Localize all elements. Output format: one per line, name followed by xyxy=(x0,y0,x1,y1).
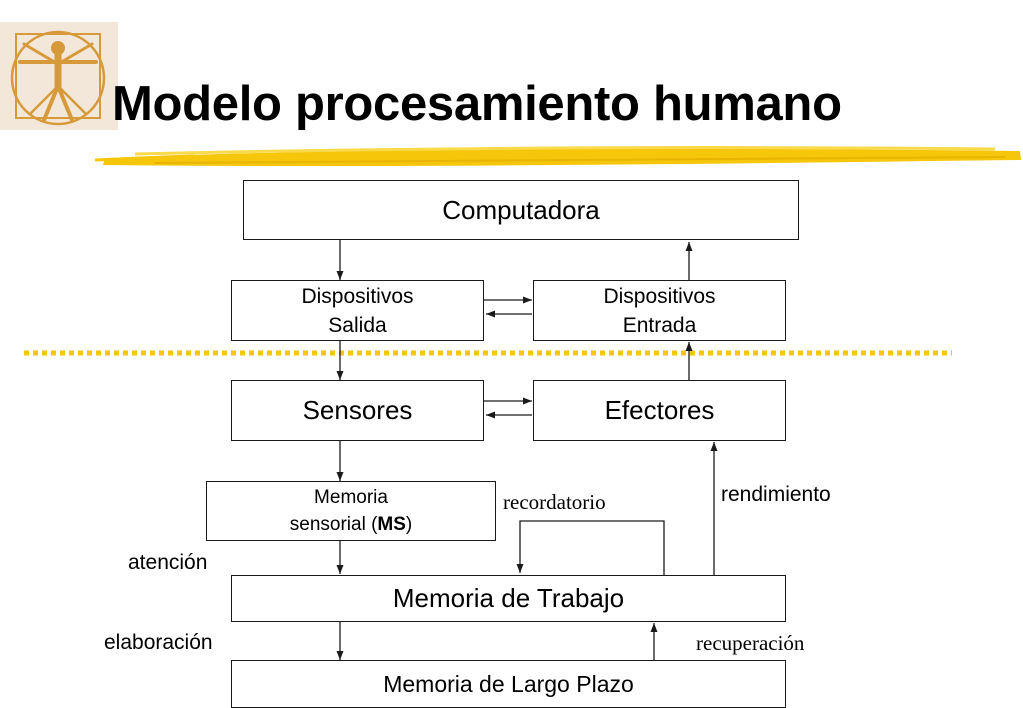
memoria-sensorial-line2-prefix: sensorial ( xyxy=(289,514,378,535)
rendimiento-label: rendimiento xyxy=(721,483,831,506)
recuperacion-label: recuperación xyxy=(696,631,805,655)
dispositivos-entrada-box: Dispositivos Entrada xyxy=(533,280,786,341)
dotted-separator-line xyxy=(24,350,952,356)
memoria-sensorial-line1: Memoria xyxy=(314,487,388,508)
dispositivos-entrada-line1: Dispositivos xyxy=(603,284,716,308)
dispositivos-salida-box: Dispositivos Salida xyxy=(231,280,484,341)
dispositivos-salida-line2: Salida xyxy=(328,313,387,337)
sensores-box: Sensores xyxy=(231,380,484,441)
memoria-largo-plazo-box: Memoria de Largo Plazo xyxy=(231,660,786,708)
memoria-trabajo-box: Memoria de Trabajo xyxy=(231,575,786,622)
elaboracion-label: elaboración xyxy=(104,631,213,654)
recordatorio-label: recordatorio xyxy=(503,490,606,514)
dispositivos-salida-line1: Dispositivos xyxy=(301,284,414,308)
efectores-label: Efectores xyxy=(604,395,715,425)
arrow-recordatorio-loop xyxy=(516,520,665,575)
atencion-label: atención xyxy=(128,551,208,574)
title-brush-underline xyxy=(95,146,1021,167)
memoria-sensorial-box: Memoria sensorial (MS) xyxy=(206,481,496,541)
dispositivos-entrada-line2: Entrada xyxy=(622,313,697,337)
memoria-sensorial-abbrev: MS xyxy=(377,514,406,535)
memoria-sensorial-line2: sensorial (MS) xyxy=(290,511,412,538)
memoria-sensorial-line2-suffix: ) xyxy=(405,514,413,535)
computadora-label: Computadora xyxy=(442,194,600,225)
memoria-largo-plazo-label: Memoria de Largo Plazo xyxy=(383,670,634,697)
efectores-box: Efectores xyxy=(533,380,786,441)
page-title: Modelo procesamiento humano xyxy=(112,77,842,131)
sensores-label: Sensores xyxy=(302,395,413,425)
vitruvian-man-logo-icon xyxy=(0,22,118,130)
computadora-box: Computadora xyxy=(243,180,799,240)
memoria-trabajo-label: Memoria de Trabajo xyxy=(392,583,625,613)
